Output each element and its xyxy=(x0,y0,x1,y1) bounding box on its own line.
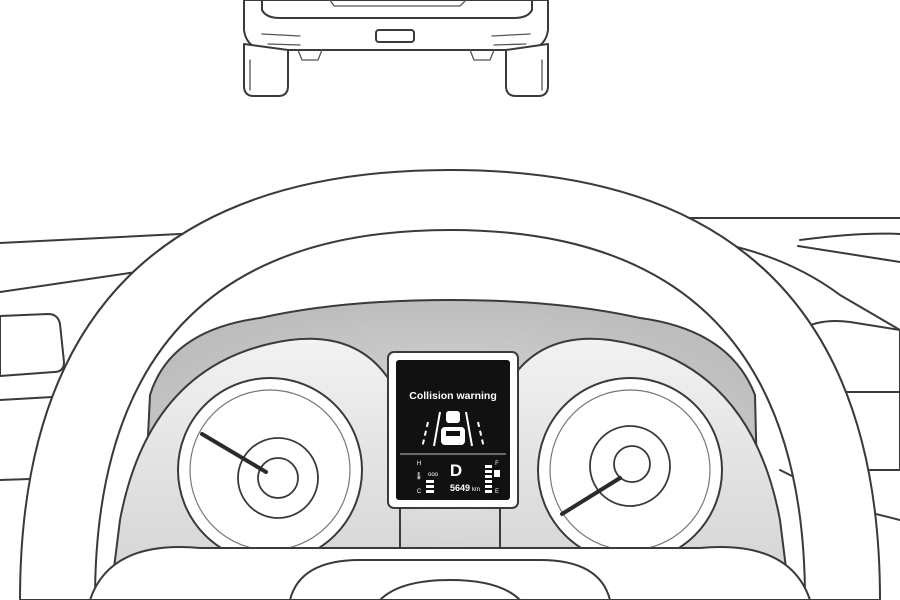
svg-text:E: E xyxy=(495,489,499,495)
car-ahead xyxy=(243,0,549,97)
forward-collision-icon xyxy=(421,411,485,449)
right-gauge xyxy=(537,377,723,563)
left-gauge-needle xyxy=(200,432,268,474)
svg-text:C: C xyxy=(417,489,422,495)
steering-wheel-hub xyxy=(89,546,811,600)
gear-indicator: D xyxy=(450,461,462,480)
fuel-pump-icon xyxy=(494,470,500,477)
svg-text:km: km xyxy=(472,487,480,493)
svg-text:H: H xyxy=(417,461,421,467)
odometer: 5649 km xyxy=(450,483,480,493)
mode-indicator: ooo xyxy=(428,472,439,478)
temp-icon: 🌡 xyxy=(415,472,424,480)
temperature-gauge: H C 🌡 xyxy=(415,461,434,495)
multi-info-display: Collision warning H C 🌡 ooo D 5649 km xyxy=(387,351,519,509)
svg-text:F: F xyxy=(495,461,499,467)
left-gauge xyxy=(177,377,363,563)
collision-warning-text: Collision warning xyxy=(409,390,497,402)
steering-wheel xyxy=(18,168,882,600)
fuel-gauge: F E xyxy=(485,461,500,495)
svg-text:5649: 5649 xyxy=(450,483,470,493)
right-gauge-needle xyxy=(560,476,622,516)
